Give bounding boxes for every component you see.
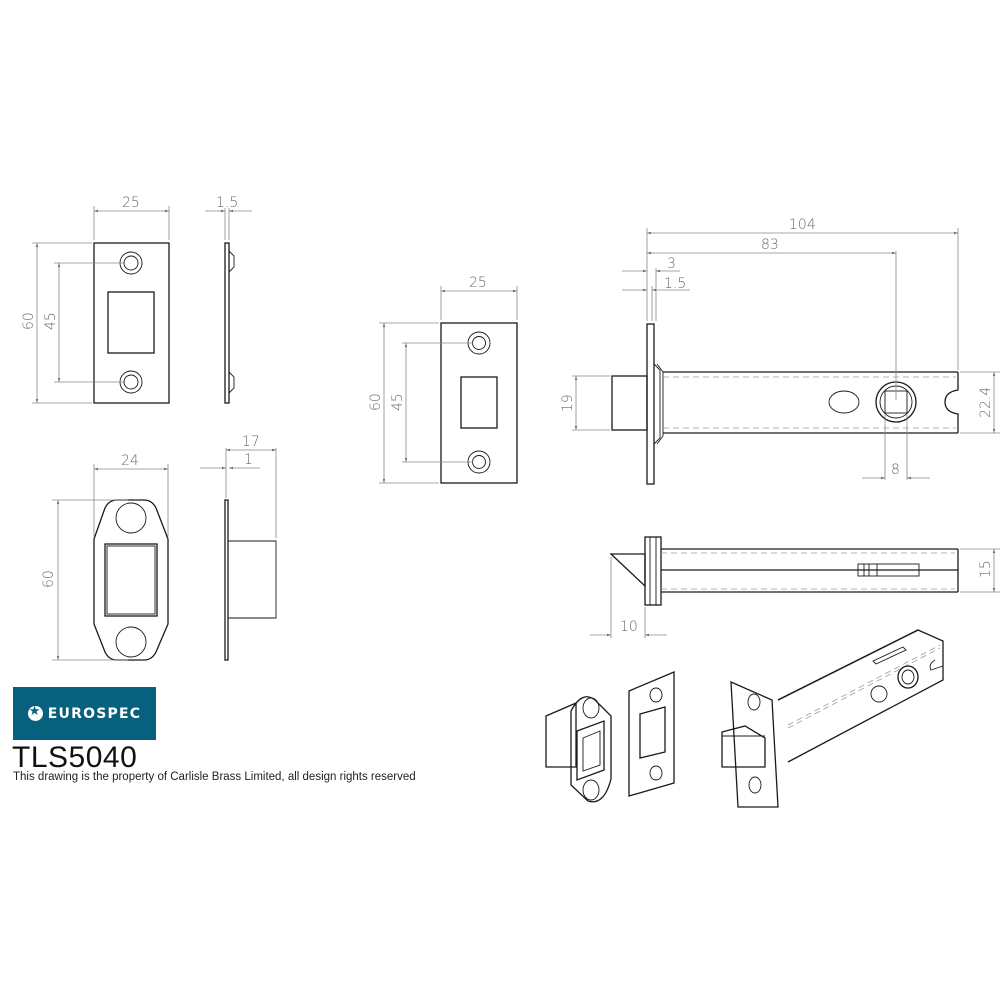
dim-keep-width: 24 bbox=[121, 453, 139, 469]
dim-overall-length: 104 bbox=[789, 217, 816, 233]
dim-forend-height: 60 bbox=[368, 393, 384, 411]
dim-flange-1-5: 1.5 bbox=[664, 276, 686, 292]
dim-keep-depth: 17 bbox=[242, 434, 260, 450]
dim-follower: 8 bbox=[891, 462, 900, 478]
keep-side-view bbox=[200, 448, 277, 661]
dim-bolt-projection: 10 bbox=[620, 619, 638, 635]
dim-keep-plate-thickness: 1 bbox=[244, 452, 253, 468]
dim-strike-thickness: 1.5 bbox=[216, 195, 238, 211]
dim-case-thickness: 15 bbox=[978, 560, 994, 578]
latch-top-view bbox=[590, 536, 1000, 638]
star-circle-icon bbox=[27, 704, 43, 721]
eurospec-logo: EUROSPEC bbox=[13, 687, 156, 740]
forend-plate-view bbox=[379, 286, 518, 484]
keep-front-view bbox=[52, 464, 169, 661]
dim-flange-3: 3 bbox=[667, 256, 676, 272]
dim-keep-height: 60 bbox=[41, 570, 57, 588]
brand-name: EUROSPEC bbox=[47, 705, 142, 722]
isometric-keep bbox=[545, 696, 612, 803]
product-code: TLS5040 bbox=[12, 741, 138, 774]
strike-plate-side-view bbox=[205, 208, 252, 404]
rights-notice: This drawing is the property of Carlisle… bbox=[13, 771, 416, 783]
dim-forend-hole-spacing: 45 bbox=[390, 393, 406, 411]
dim-forend-width: 25 bbox=[469, 275, 487, 291]
dim-bolt-height: 19 bbox=[560, 394, 576, 412]
strike-plate-front-view bbox=[32, 206, 170, 404]
isometric-latch bbox=[721, 629, 944, 808]
dim-backset: 83 bbox=[761, 237, 779, 253]
dim-strike-height: 60 bbox=[21, 312, 37, 330]
dim-strike-width: 25 bbox=[122, 195, 140, 211]
latch-side-view bbox=[572, 228, 1000, 485]
dim-case-height: 22.4 bbox=[978, 387, 994, 418]
dim-strike-hole-spacing: 45 bbox=[43, 312, 59, 330]
isometric-strike bbox=[628, 671, 675, 797]
